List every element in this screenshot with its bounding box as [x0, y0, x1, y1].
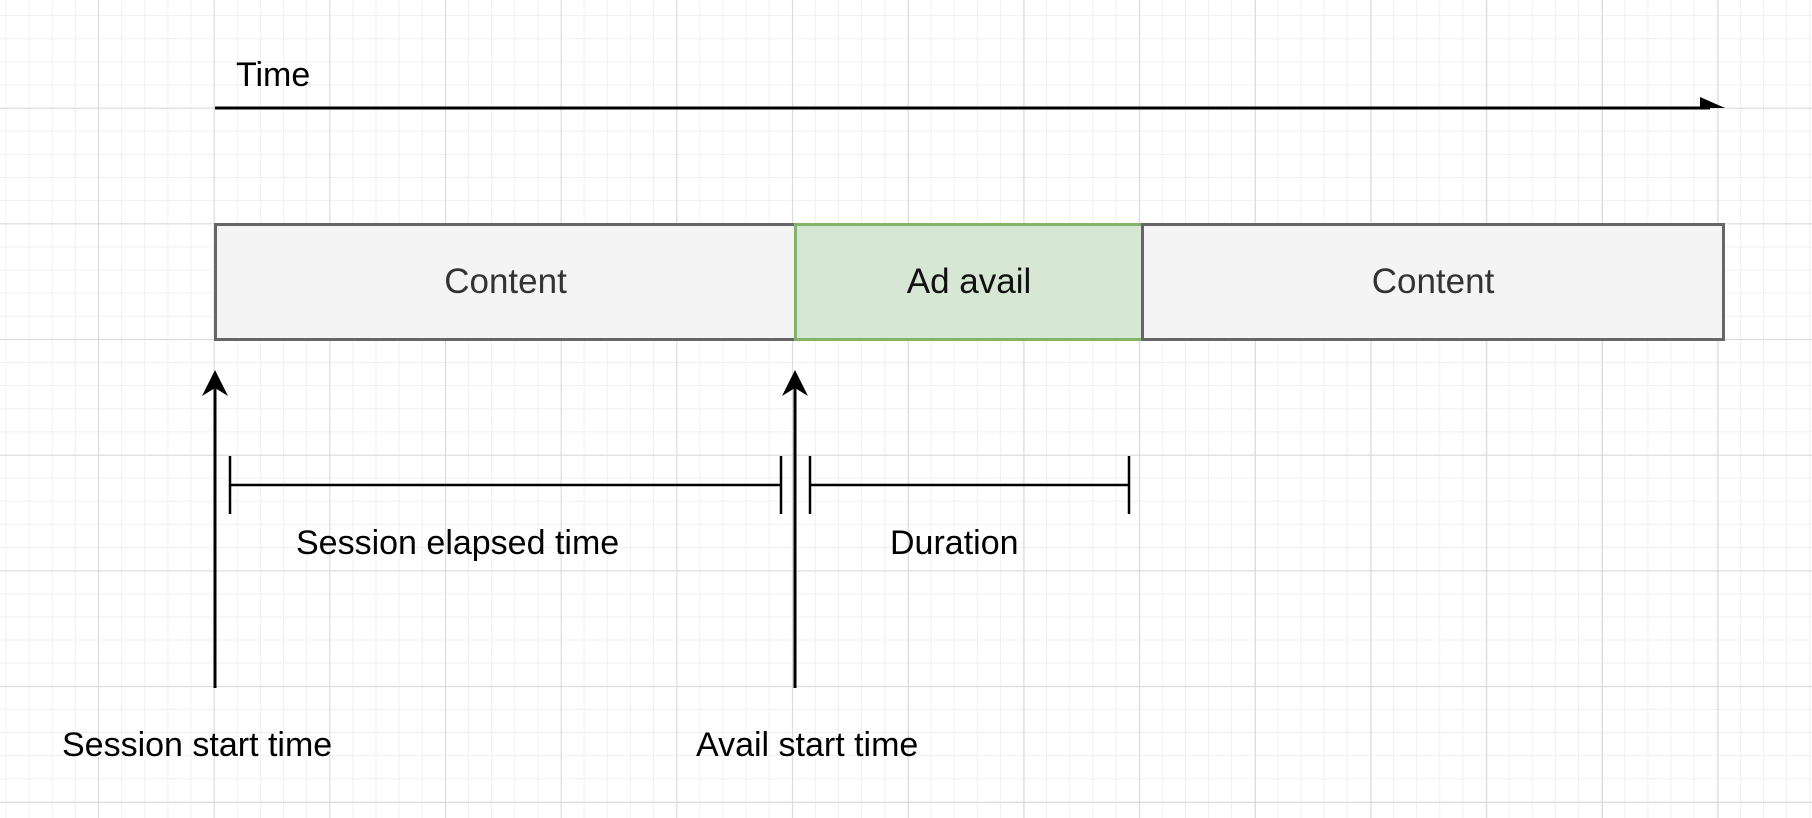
content-segment: Content — [1141, 223, 1725, 341]
duration-label: Duration — [890, 524, 1019, 562]
session-start-marker — [202, 370, 228, 688]
session-start-label: Session start time — [62, 726, 333, 764]
axis-label: Time — [236, 56, 311, 94]
axis-arrowhead-icon — [1700, 97, 1725, 108]
content-segment: Content — [214, 223, 797, 341]
duration-bracket — [808, 456, 1131, 514]
up-arrow-icon — [782, 370, 808, 396]
ad-avail-segment: Ad avail — [794, 223, 1144, 341]
elapsed-time-label: Session elapsed time — [296, 524, 620, 562]
up-arrow-icon — [202, 370, 228, 396]
avail-start-marker — [782, 370, 808, 688]
time-axis — [215, 97, 1725, 110]
avail-start-label: Avail start time — [696, 726, 919, 764]
elapsed-time-bracket — [228, 456, 783, 514]
